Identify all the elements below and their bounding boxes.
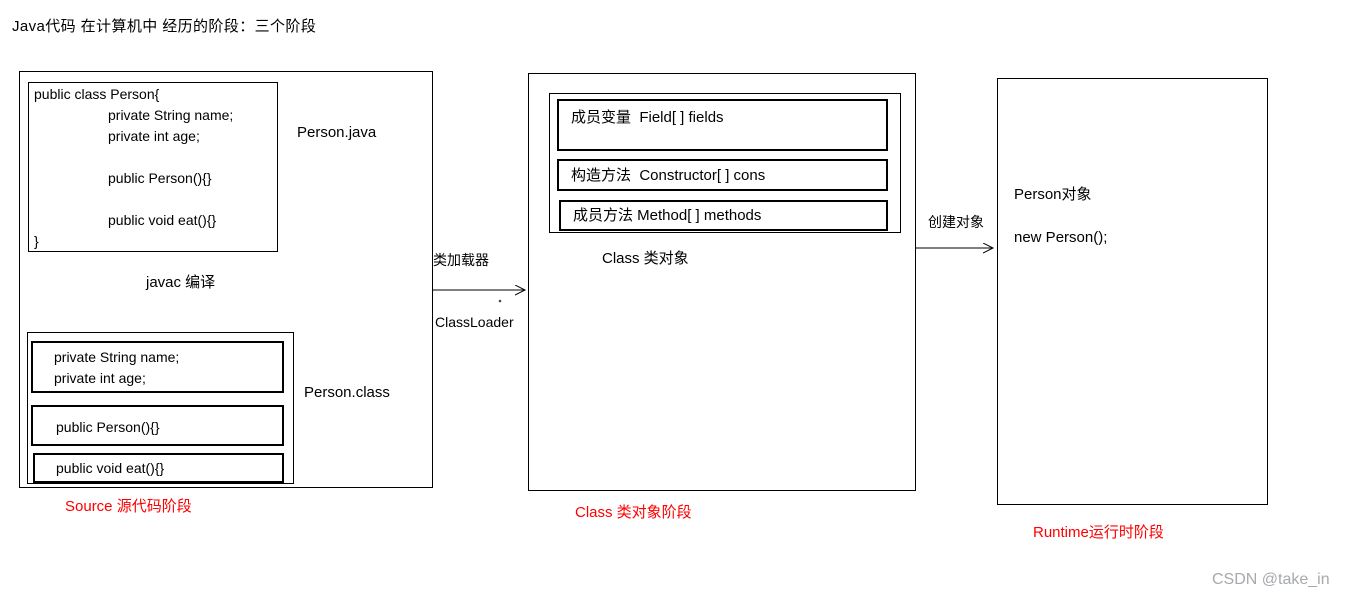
class-file-constructor-row: public Person(){}: [31, 405, 284, 446]
class-file-method-row: public void eat(){}: [33, 453, 284, 483]
class-stage-label: Class 类对象阶段: [575, 504, 692, 521]
page-title: Java代码 在计算机中 经历的阶段：三个阶段: [12, 18, 317, 35]
class-file-fields-row: private String name; private int age;: [31, 341, 284, 393]
fields-row: 成员变量 Field[ ] fields: [557, 99, 888, 151]
person-object-label: Person对象: [1014, 186, 1092, 203]
methods-row: 成员方法 Method[ ] methods: [559, 200, 888, 231]
person-java-filename: Person.java: [297, 124, 377, 141]
class-loader-label-en: ClassLoader: [435, 314, 514, 330]
class-loader-label-zh: 类加载器: [433, 252, 489, 268]
runtime-stage-box: [997, 78, 1268, 505]
runtime-stage-label: Runtime运行时阶段: [1033, 524, 1164, 541]
new-person-statement: new Person();: [1014, 229, 1108, 246]
class-object-label: Class 类对象: [602, 250, 689, 267]
javac-compile-label: javac 编译: [146, 274, 216, 291]
create-object-label: 创建对象: [928, 214, 984, 230]
person-class-filename: Person.class: [304, 384, 390, 401]
person-java-code-box: [28, 82, 278, 252]
constructor-row: 构造方法 Constructor[ ] cons: [557, 159, 888, 191]
csdn-watermark: CSDN @take_in: [1212, 571, 1330, 588]
person-java-code: public class Person{ private String name…: [34, 86, 234, 249]
source-stage-label: Source 源代码阶段: [65, 498, 192, 515]
